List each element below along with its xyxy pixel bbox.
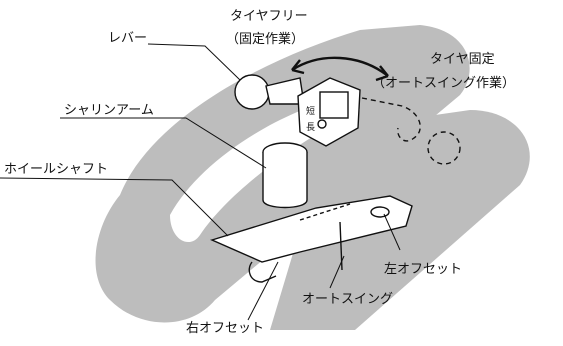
base-plate xyxy=(209,195,413,263)
label-auto-swing: オートスイング xyxy=(302,292,394,307)
label-tire-free-2: （固定作業） xyxy=(226,32,305,47)
leader-shaft-arm xyxy=(60,117,267,169)
label-right-offset: 右オフセット xyxy=(186,321,265,336)
label-wheel-shaft: ホイールシャフト xyxy=(4,162,109,177)
label-tire-fixed-1: タイヤ固定 xyxy=(430,52,495,67)
lever-ball xyxy=(234,74,270,110)
machine-drawing xyxy=(209,56,461,283)
lock-pin xyxy=(317,119,327,129)
arm-body xyxy=(262,152,308,209)
leader-lines xyxy=(0,43,401,321)
base-leg xyxy=(248,261,277,283)
swing-arrow-head-right xyxy=(375,65,389,82)
leader-auto-swing xyxy=(329,255,345,289)
swing-arrow xyxy=(291,56,389,77)
label-tire-fixed-2: （オートスイング作業） xyxy=(372,76,516,91)
label-shaft-arm: シャリンアーム xyxy=(64,103,154,118)
label-lever: レバー xyxy=(108,31,148,46)
leader-wheel-shaft xyxy=(0,177,229,237)
offset-hole xyxy=(370,206,390,218)
lock-slot xyxy=(319,91,349,119)
leader-left-offset xyxy=(383,213,401,251)
mark-short: 短 xyxy=(306,107,316,117)
label-tire-free-1: タイヤフリー xyxy=(230,9,308,24)
label-left-offset: 左オフセット xyxy=(384,262,463,277)
mark-long: 長 xyxy=(306,123,316,133)
watermark xyxy=(95,25,530,330)
swing-arrow-head-left xyxy=(291,59,305,75)
dashed-lever-ball xyxy=(427,131,461,165)
leader-lever xyxy=(147,43,241,81)
dashed-lever xyxy=(361,97,421,142)
base-dashed xyxy=(299,203,351,221)
leader-right-offset xyxy=(247,261,279,321)
